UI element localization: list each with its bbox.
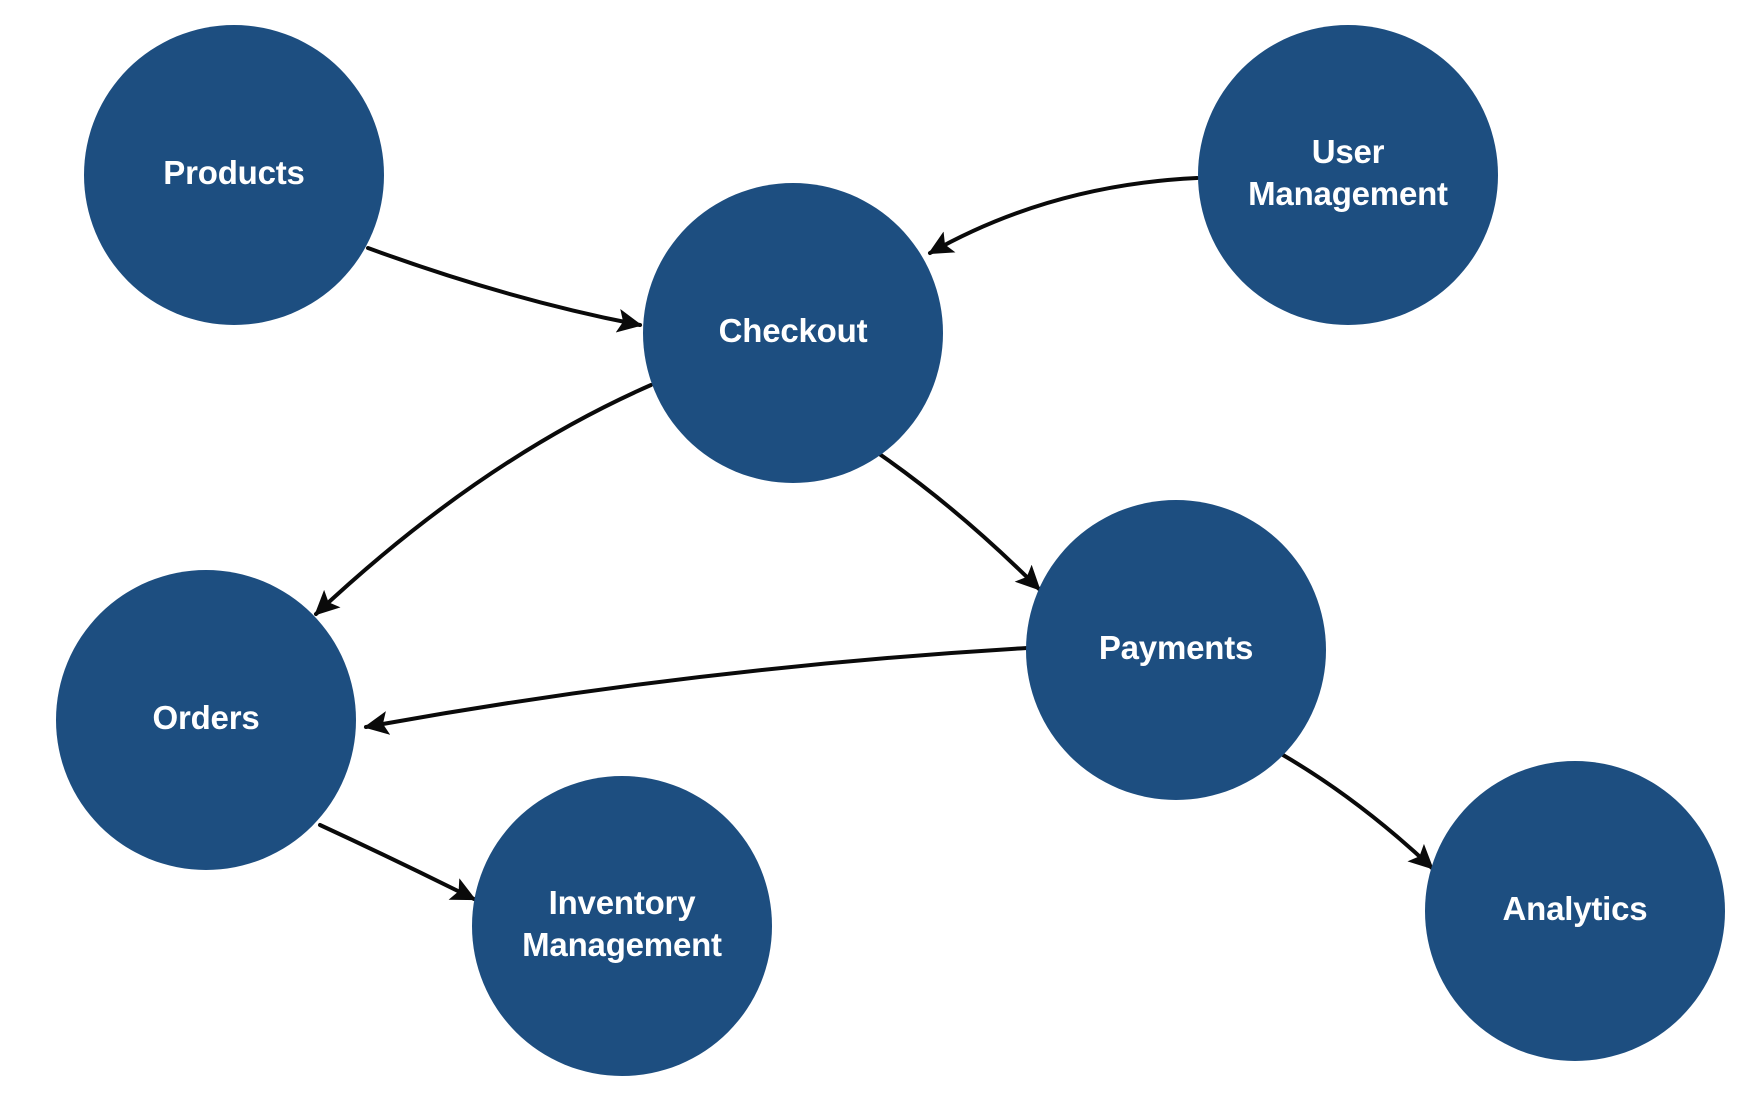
node-circle-payments[interactable] [1026,500,1326,800]
node-circle-checkout[interactable] [643,183,943,483]
edge-products-to-checkout [366,246,643,333]
node-circle-user-management[interactable] [1198,25,1498,325]
edge-payments-to-orders [363,646,1029,735]
edges-layer [314,176,1434,901]
edge-checkout-to-payments [876,451,1041,591]
node-payments[interactable]: Payments [1026,500,1326,800]
node-analytics[interactable]: Analytics [1425,761,1725,1061]
node-circle-products[interactable] [84,25,384,325]
edge-payments-to-analytics [1281,753,1434,870]
node-checkout[interactable]: Checkout [643,183,943,483]
node-circle-inventory-management[interactable] [472,776,772,1076]
edge-checkout-to-orders [314,383,653,616]
node-orders[interactable]: Orders [56,570,356,870]
node-products[interactable]: Products [84,25,384,325]
edge-user-management-to-checkout [927,176,1199,255]
node-circle-analytics[interactable] [1425,761,1725,1061]
edge-orders-to-inventory-management [318,823,477,901]
node-circle-orders[interactable] [56,570,356,870]
